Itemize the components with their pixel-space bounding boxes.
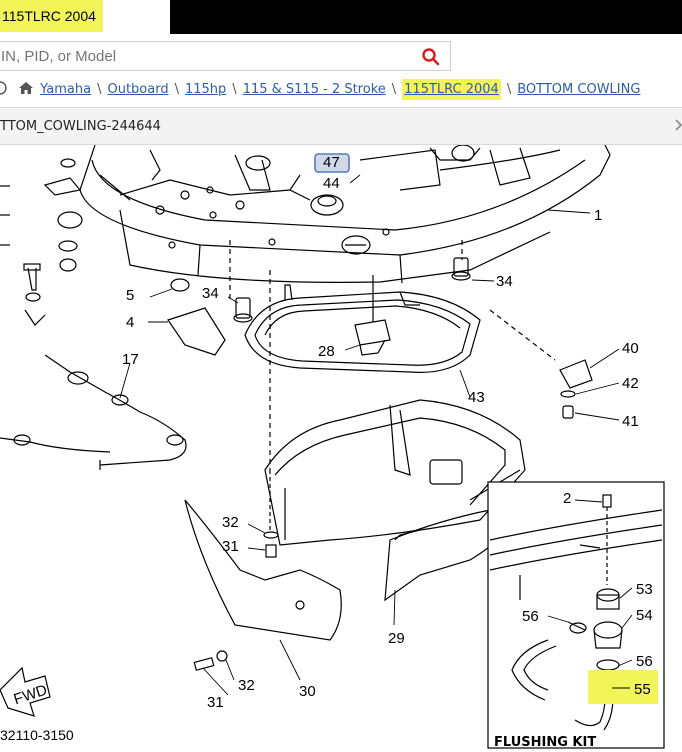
side-panel-30 (184, 499, 342, 641)
fwd-arrow (0, 666, 51, 717)
callout-2[interactable]: 2 (563, 490, 571, 507)
breadcrumb-yamaha[interactable]: Yamaha (40, 82, 92, 97)
breadcrumb-115-s115[interactable]: 115 & S115 - 2 Stroke (242, 82, 386, 97)
callout-1[interactable]: 1 (594, 207, 602, 224)
callout-4[interactable]: 4 (126, 314, 134, 331)
callout-31-a[interactable]: 31 (222, 538, 239, 555)
callout-34-b[interactable]: 34 (496, 273, 513, 290)
callout-56-b[interactable]: 56 (636, 653, 653, 670)
callout-labels: 1 2 4 5 17 28 29 30 31 31 32 32 34 34 40… (122, 154, 653, 711)
callout-40[interactable]: 40 (622, 340, 639, 357)
flushing-kit-inset (487, 481, 665, 749)
callout-55-highlight (588, 670, 658, 704)
cable-17 (0, 354, 187, 470)
search-icon[interactable] (420, 46, 442, 68)
callout-55[interactable]: 55 (634, 681, 651, 698)
diagram-tab-label[interactable]: TTOM_COWLING-244644 (0, 119, 161, 134)
breadcrumb-model[interactable]: 115TLRC 2004 (404, 82, 499, 97)
callout-43[interactable]: 43 (468, 389, 485, 406)
header-black-band (170, 0, 682, 34)
breadcrumb: Yamaha \ Outboard \ 115hp \ 115 & S115 - 2 Str… (0, 79, 641, 101)
callout-32-a[interactable]: 32 (222, 514, 239, 531)
callout-42[interactable]: 42 (622, 375, 639, 392)
back-circle-icon[interactable] (0, 81, 10, 95)
callout-34-a[interactable]: 34 (202, 285, 219, 302)
callout-17[interactable]: 17 (122, 351, 139, 368)
model-title-chip: 115TLRC 2004 (0, 0, 103, 32)
chevron-right-icon[interactable] (674, 118, 682, 132)
callout-44[interactable]: 44 (323, 175, 340, 192)
parts-diagram: FWD FLUSHING KIT (0, 145, 665, 750)
callout-41[interactable]: 41 (622, 413, 639, 430)
lower-cowling (264, 399, 526, 546)
alignment-lines (229, 240, 556, 470)
flushing-kit-title: FLUSHING KIT (494, 735, 596, 750)
callout-32-b[interactable]: 32 (238, 677, 255, 694)
top-bar: 115TLRC 2004 (0, 0, 682, 34)
breadcrumb-separator: \ (97, 82, 102, 97)
callout-31-b[interactable]: 31 (207, 694, 224, 711)
breadcrumb-separator: \ (174, 82, 179, 97)
upper-tray (79, 145, 611, 284)
callout-28[interactable]: 28 (318, 343, 335, 360)
callout-47[interactable]: 47 (323, 154, 340, 171)
breadcrumb-separator: \ (391, 82, 397, 97)
parts-40-42 (559, 359, 593, 419)
callout-5[interactable]: 5 (126, 287, 134, 304)
breadcrumb-highlight: 115TLRC 2004 (402, 79, 501, 100)
breadcrumb-115hp[interactable]: 115hp (184, 82, 227, 97)
screws (193, 470, 279, 671)
part-28 (354, 275, 391, 356)
breadcrumb-outboard[interactable]: Outboard (107, 82, 169, 97)
diagram-tab-row: TTOM_COWLING-244644 (0, 107, 682, 145)
callout-30[interactable]: 30 (299, 683, 316, 700)
bracket-4 (167, 307, 226, 356)
left-hardware (0, 158, 83, 326)
callout-47-highlight[interactable] (314, 153, 350, 173)
grommet-5 (170, 278, 190, 292)
breadcrumb-separator: \ (506, 82, 512, 97)
callout-53[interactable]: 53 (636, 581, 653, 598)
callout-54[interactable]: 54 (636, 607, 653, 624)
search-input[interactable] (0, 42, 401, 70)
callout-29[interactable]: 29 (388, 630, 405, 647)
breadcrumb-separator: \ (232, 82, 237, 97)
bushings-34 (233, 257, 471, 323)
diagram-part-code: 32110-3150 (0, 727, 74, 743)
leader-lines (119, 174, 633, 696)
breadcrumb-bottom-cowling[interactable]: BOTTOM COWLING (517, 82, 641, 97)
home-icon[interactable] (18, 81, 34, 95)
callout-56-a[interactable]: 56 (522, 608, 539, 625)
search-box (0, 41, 451, 71)
seal-43 (244, 284, 481, 373)
